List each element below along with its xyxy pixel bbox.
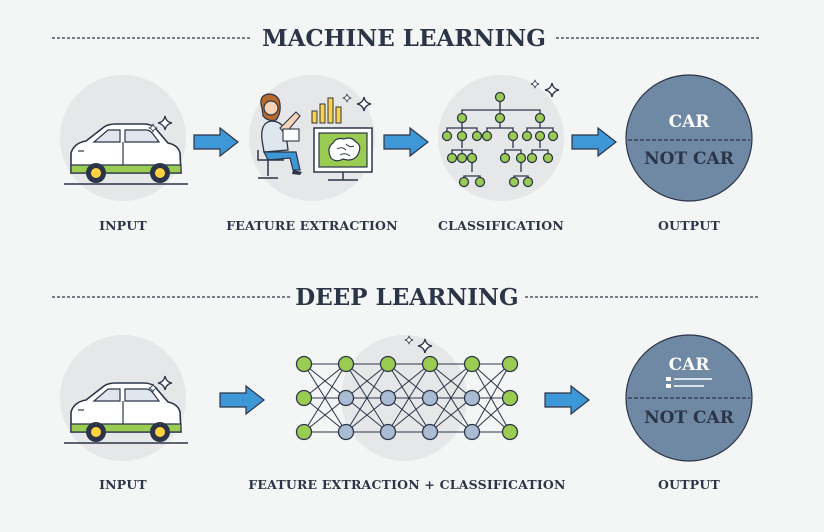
network-edge <box>429 363 473 399</box>
network-edge <box>345 363 389 433</box>
network-edge <box>471 363 511 433</box>
ml-input-label: INPUT <box>99 218 147 233</box>
network-edge <box>387 363 431 433</box>
network-node <box>337 423 355 441</box>
deep-learning-title: DEEP LEARNING <box>295 284 518 311</box>
output-not-car-label: NOT CAR <box>644 149 735 169</box>
person-at-computer-icon <box>257 93 373 181</box>
ml-output-label: OUTPUT <box>658 218 720 233</box>
network-node <box>463 355 481 373</box>
neural-network-icon <box>295 355 519 441</box>
arrow-icon <box>219 385 265 415</box>
machine-learning-section: MACHINE LEARNING INPUT <box>52 25 760 233</box>
arrow-icon <box>193 127 239 157</box>
list-icon <box>666 377 712 388</box>
network-edge <box>387 397 431 433</box>
network-node <box>463 423 481 441</box>
network-node <box>379 389 397 407</box>
machine-learning-title: MACHINE LEARNING <box>262 25 546 52</box>
network-node <box>337 389 355 407</box>
network-node <box>295 423 313 441</box>
classification-circle <box>438 75 564 201</box>
arrow-icon <box>383 127 429 157</box>
ml-classification-label: CLASSIFICATION <box>438 218 564 233</box>
network-edge <box>303 397 347 433</box>
network-node <box>501 389 519 407</box>
network-node <box>421 423 439 441</box>
network-edge <box>345 397 389 433</box>
network-node <box>379 423 397 441</box>
arrow-icon <box>571 127 617 157</box>
network-edge <box>303 363 347 433</box>
network-node <box>295 355 313 373</box>
network-edge <box>387 363 431 399</box>
dl-combined-label: FEATURE EXTRACTION + CLASSIFICATION <box>248 477 565 492</box>
ml-feature-label: FEATURE EXTRACTION <box>226 218 398 233</box>
network-node <box>463 389 481 407</box>
network-node <box>501 355 519 373</box>
deep-learning-section: DEEP LEARNING INPUT FEATURE EXTRACTION +… <box>52 284 760 492</box>
output-car-label: CAR <box>669 355 711 375</box>
network-edge <box>471 363 511 399</box>
output-not-car-label: NOT CAR <box>644 408 735 428</box>
network-node <box>295 389 313 407</box>
network-edge <box>429 363 473 433</box>
network-edge <box>345 363 389 399</box>
output-circle <box>625 74 753 202</box>
output-car-label: CAR <box>669 112 711 132</box>
dl-output-label: OUTPUT <box>658 477 720 492</box>
network-edge <box>471 397 511 433</box>
dl-input-label: INPUT <box>99 477 147 492</box>
network-node <box>421 355 439 373</box>
network-node <box>501 423 519 441</box>
network-edge <box>303 363 347 399</box>
network-node <box>337 355 355 373</box>
network-node <box>421 389 439 407</box>
arrow-icon <box>544 385 590 415</box>
tree-icon <box>441 91 559 188</box>
network-node <box>379 355 397 373</box>
network-edge <box>429 397 473 433</box>
